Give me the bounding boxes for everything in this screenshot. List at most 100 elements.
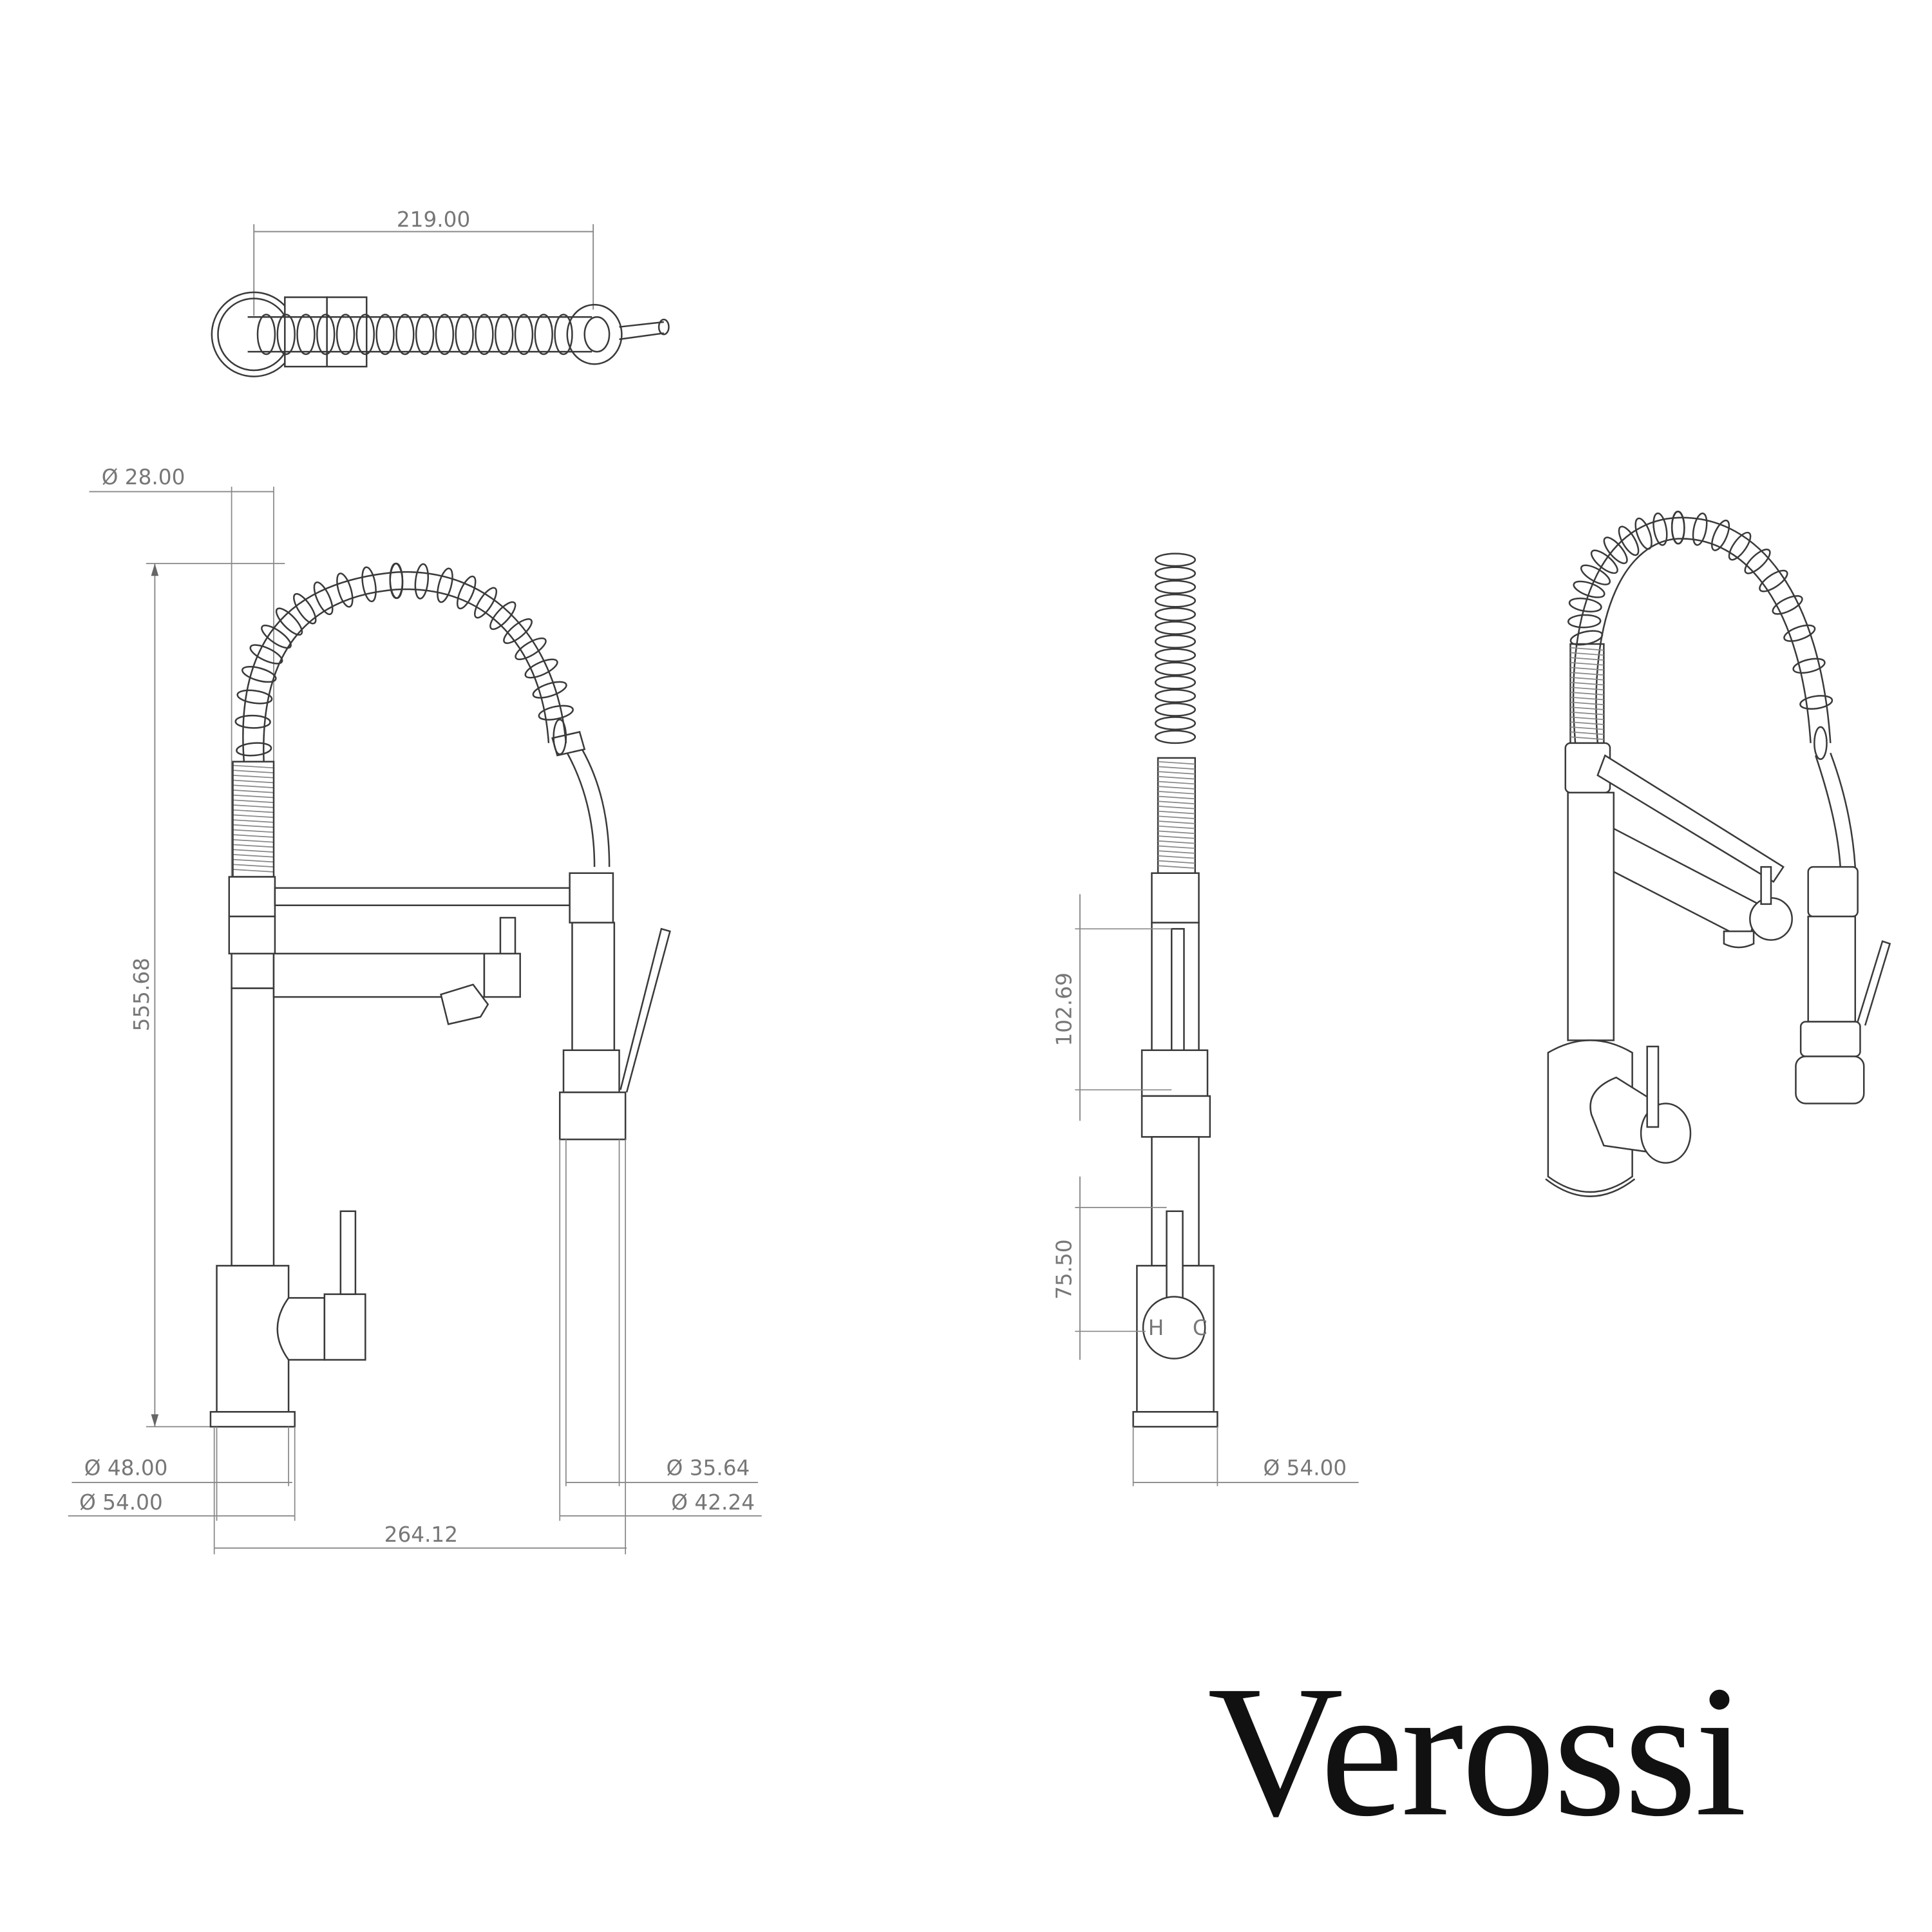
spring-coil <box>1154 675 1197 690</box>
guard-rib <box>1570 687 1604 691</box>
spring-coil <box>1590 549 1618 574</box>
hose-arch <box>1595 538 1812 743</box>
guard-rib <box>1158 830 1195 835</box>
guard-rib <box>1570 736 1604 740</box>
spring-coil <box>554 314 573 355</box>
guard-rib <box>1158 860 1195 864</box>
spring-coil <box>1759 569 1788 592</box>
upper-collar <box>228 876 276 918</box>
spring-coil <box>1573 580 1605 598</box>
guard-rib <box>232 764 274 769</box>
dim-text-264: 264.12 <box>384 1522 458 1547</box>
guard-rib <box>1570 677 1604 681</box>
dim-text-35: Ø 35.64 <box>667 1455 750 1480</box>
spring-coil <box>355 314 375 355</box>
guard-rib <box>1158 786 1195 790</box>
spring-coil <box>435 314 455 355</box>
top-spring-coils <box>256 314 573 355</box>
spring-coil <box>455 314 474 355</box>
spring-coil <box>242 666 277 683</box>
spring-coil <box>313 581 334 616</box>
spring-coil <box>1154 716 1197 730</box>
hot-mark: H <box>1148 1316 1164 1340</box>
tap-body <box>1547 1039 1633 1193</box>
spring-coil <box>236 742 272 757</box>
guard-rib <box>1570 711 1604 715</box>
pole <box>231 987 275 1267</box>
guard-rib <box>1158 865 1195 869</box>
spout-end <box>483 952 521 998</box>
spring-coil <box>256 314 276 355</box>
sprayer-ring <box>566 303 623 365</box>
dim-text-54-side: Ø 54.00 <box>1264 1455 1347 1480</box>
hose-guard-ribs <box>232 764 274 873</box>
spring-coil <box>515 637 547 661</box>
dim-text-42: Ø 42.24 <box>671 1490 755 1515</box>
spring-coil <box>361 566 377 603</box>
spring-coil <box>414 563 430 600</box>
guard-rib <box>1570 672 1604 676</box>
handle-cap <box>323 1293 366 1361</box>
guard-rib <box>232 864 274 868</box>
spring-coil <box>415 314 435 355</box>
sprayer-ring-inner <box>583 316 611 353</box>
guard-rib <box>1158 781 1195 785</box>
spring-coil <box>1772 595 1803 615</box>
dim-text-219: 219.00 <box>397 207 470 232</box>
spring-coil <box>1154 648 1197 663</box>
dim-text-555: 555.68 <box>129 958 154 1031</box>
spring-coil <box>1154 553 1197 567</box>
spring-coil <box>494 314 514 355</box>
spring-coil <box>1710 519 1730 551</box>
holder-bar <box>274 887 571 907</box>
spring-coil <box>261 624 292 649</box>
guard-rib <box>232 834 274 838</box>
dim-text-102: 102.69 <box>1052 972 1076 1046</box>
guard-rib <box>232 814 274 819</box>
spring-coil <box>1792 658 1826 674</box>
sprayer-ring <box>1141 1095 1211 1138</box>
guard-rib <box>1570 706 1604 710</box>
front-spring-coils <box>234 562 574 757</box>
spring-coil <box>336 573 354 608</box>
spring-coil <box>1728 531 1752 561</box>
spring-coil <box>532 681 567 699</box>
spring-coil <box>1618 526 1640 556</box>
sprayer-ring <box>1795 1056 1865 1104</box>
base-plate <box>1545 1178 1636 1197</box>
hose-arch <box>263 588 550 762</box>
spring-coil <box>1154 688 1197 703</box>
sprayer-lever <box>620 927 671 1093</box>
guard-rib <box>1158 771 1195 775</box>
guard-rib <box>1158 850 1195 854</box>
spout <box>272 952 486 998</box>
guard-rib <box>1570 696 1604 701</box>
spring-coil <box>437 567 453 603</box>
hose-arch <box>242 571 567 762</box>
cold-mark: C <box>1193 1316 1208 1340</box>
sprayer-top <box>1807 866 1859 918</box>
guard-rib <box>1158 840 1195 844</box>
guard-rib <box>1158 795 1195 800</box>
guard-rib <box>232 829 274 833</box>
spring-coil <box>375 314 395 355</box>
bracket <box>284 296 328 368</box>
spring-coil <box>1634 517 1653 550</box>
perspective-view <box>1545 510 1891 1197</box>
hose <box>1815 752 1857 867</box>
spring-coil <box>1671 510 1685 545</box>
spring-coil <box>1154 580 1197 594</box>
base-plate <box>209 1411 296 1428</box>
handle-lever <box>1166 1210 1184 1299</box>
dim-text-75: 75.50 <box>1052 1239 1076 1300</box>
guard-rib <box>1158 845 1195 849</box>
spring-coil <box>1744 548 1771 574</box>
upper-collar <box>228 915 276 955</box>
spring-coil <box>1568 597 1602 612</box>
handle-hub <box>276 1297 326 1361</box>
side-view: H C 102.69 75.50 Ø 54.00 <box>1052 553 1359 1486</box>
guard-rib <box>1570 657 1604 661</box>
sprayer-body <box>1807 915 1857 1023</box>
spring-coil <box>236 689 273 705</box>
guard-rib <box>1158 815 1195 820</box>
